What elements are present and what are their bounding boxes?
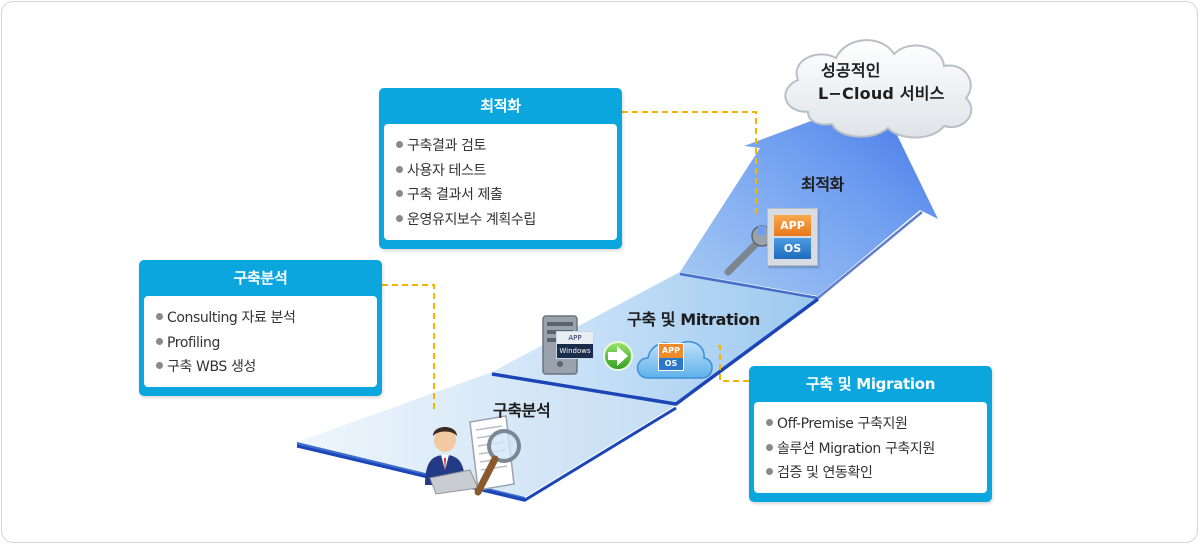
list-item: 검증 및 연동확인: [766, 461, 975, 486]
info-box-migration: 구축 및 Migration Off-Premise 구축지원 솔루션 Migr…: [749, 366, 992, 502]
cloud-text-line1: 성공적인: [821, 61, 881, 80]
list-item: Profiling: [156, 331, 365, 356]
window-app-label: APP: [557, 332, 593, 344]
box-list: 구축결과 검토 사용자 테스트 구축 결과서 제출 운영유지보수 계획수립: [396, 134, 605, 232]
bullet-icon: [396, 165, 403, 173]
list-item: 구축 WBS 생성: [156, 355, 365, 380]
step-optimize-arrow: [679, 96, 938, 300]
list-item: 사용자 테스트: [396, 159, 605, 184]
box-body: Off-Premise 구축지원 솔루션 Migration 구축지원 검증 및…: [754, 402, 987, 493]
list-item: 구축결과 검토: [396, 134, 605, 159]
os-badge-label: OS: [774, 238, 811, 259]
app-badge-label: APP: [774, 215, 811, 236]
app-badge-label: APP: [659, 344, 683, 358]
bullet-icon: [156, 337, 163, 345]
cloud-text-line2: L−Cloud 서비스: [818, 84, 945, 103]
list-item: 솔루션 Migration 구축지원: [766, 437, 975, 462]
box-title: 최적화: [480, 97, 521, 115]
stage-label-optimize: 최적화: [801, 175, 844, 194]
window-windows-label: Windows: [559, 347, 591, 355]
info-box-optimize: 최적화 구축결과 검토 사용자 테스트 구축 결과서 제출 운영유지보수 계획수…: [379, 88, 622, 249]
box-list: Consulting 자료 분석 Profiling 구축 WBS 생성: [156, 306, 365, 380]
connector-lines: [382, 111, 757, 410]
stage-label-migration: 구축 및 Mitration: [627, 310, 760, 329]
app-os-badge-migration: APP OS: [658, 343, 684, 371]
list-item: Off-Premise 구축지원: [766, 412, 975, 437]
box-body: 구축결과 검토 사용자 테스트 구축 결과서 제출 운영유지보수 계획수립: [384, 124, 617, 240]
os-badge-label: OS: [659, 358, 683, 370]
person-laptop-icon: [425, 427, 479, 495]
app-os-badge-optimize: APP OS: [767, 208, 818, 266]
bullet-icon: [766, 419, 773, 426]
bullet-icon: [396, 190, 403, 197]
box-title: 구축 및 Migration: [805, 375, 936, 393]
bullet-icon: [766, 443, 773, 451]
transition-arrow-icon: [603, 341, 633, 371]
list-item: Consulting 자료 분석: [156, 306, 365, 331]
document-magnifier-icon: [469, 415, 521, 496]
cloud-icon: [784, 39, 973, 139]
box-list: Off-Premise 구축지원 솔루션 Migration 구축지원 검증 및…: [766, 412, 975, 486]
bullet-icon: [156, 313, 163, 320]
bullet-icon: [396, 141, 403, 148]
list-item: 구축 결과서 제출: [396, 183, 605, 208]
stage-label-analysis: 구축분석: [493, 401, 551, 420]
bullet-icon: [766, 468, 773, 475]
box-title: 구축분석: [233, 269, 288, 287]
list-item: 운영유지보수 계획수립: [396, 208, 605, 233]
bullet-icon: [156, 362, 163, 369]
info-box-analysis: 구축분석 Consulting 자료 분석 Profiling 구축 WBS 생…: [139, 260, 382, 396]
bullet-icon: [396, 214, 403, 222]
box-body: Consulting 자료 분석 Profiling 구축 WBS 생성: [144, 296, 377, 387]
windows-app-window: APP Windows: [556, 331, 594, 359]
